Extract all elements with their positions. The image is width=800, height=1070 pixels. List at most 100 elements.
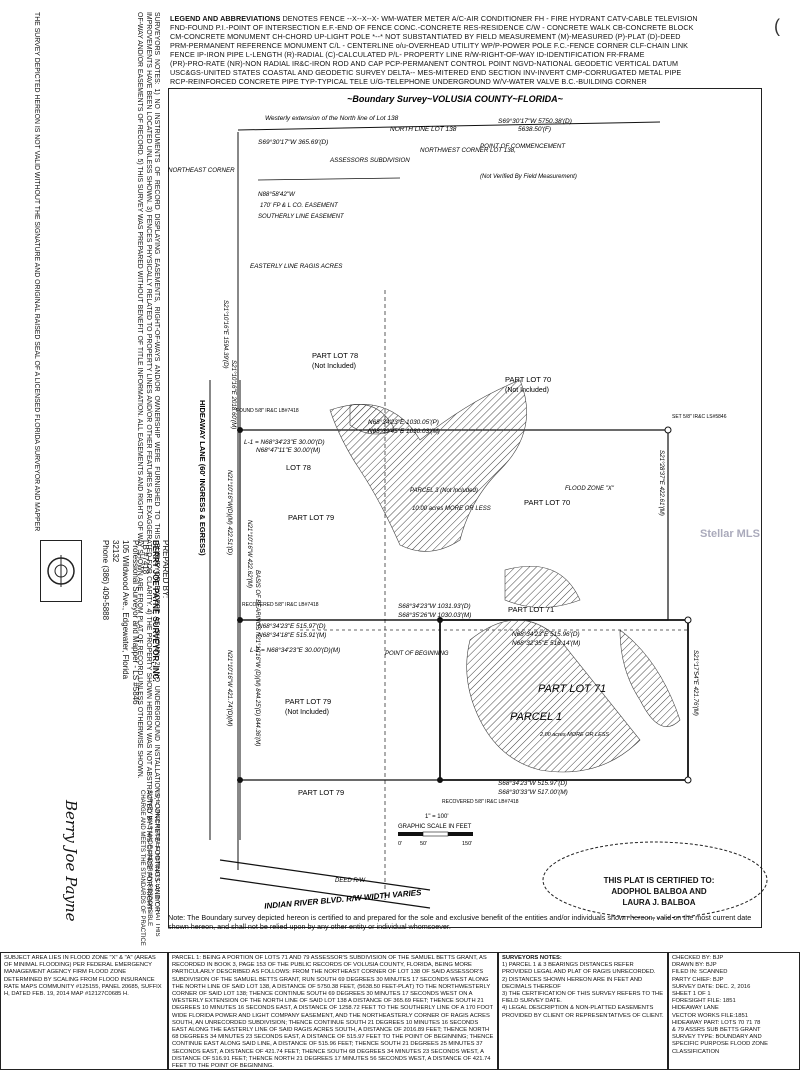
flood-zone-label: FLOOD ZONE "X": [565, 486, 615, 492]
legend-line: DENOTES FENCE --X--X--X- WM-WATER METER …: [282, 14, 698, 23]
bearing-label: N68°32'35"E 516.14'(M): [512, 639, 580, 647]
scale-ratio: 1" = 100': [425, 814, 448, 820]
note-item: 1) PARCEL 1 & 3 BEARINGS DISTANCES REFER…: [502, 962, 656, 976]
flood-zone-a-east: [619, 629, 681, 727]
cert-line: ADOPHOL BALBOA AND: [611, 887, 707, 896]
n88-label: N88°58'42"W: [258, 191, 296, 198]
file-item: & 79 ASSRS SUB BETTS GRANT: [672, 1027, 761, 1034]
legend-line: (PR)-PRO-RATE (NR)-NON RADIAL IR&C-IRON …: [170, 59, 679, 68]
file-item: DRAWN BY: BJP: [672, 962, 717, 969]
not-included-label: (Not Included): [312, 363, 356, 370]
easterly-label: EASTERLY LINE RAGIS ACRES: [250, 263, 343, 270]
part-lot-79-label: PART LOT 79: [288, 513, 334, 522]
l1b-label: N68°47'11"E 30.00'(M): [256, 446, 320, 454]
corner-marker: [237, 617, 243, 623]
certification-ellipse: [542, 841, 768, 919]
bearing-label: S68°34'23"W 515.97'(D): [498, 779, 567, 787]
pob-label: POINT OF BEGINNING: [385, 651, 449, 657]
parcel-3-area: 10.00 acres MORE OR LESS: [412, 506, 491, 512]
flood-zone-box: SUBJECT AREA LIES IN FLOOD ZONE "X" & "A…: [0, 952, 168, 1070]
file-item: CHECKED BY: BJP: [672, 955, 724, 961]
parcel-description: PARCEL 1: BEING A PORTION OF LOTS 71 AND…: [168, 952, 498, 1070]
bearing-label: S21°28'37"E 422.61'(M): [658, 450, 665, 516]
north-line-label: NORTH LINE LOT 138: [390, 126, 457, 133]
file-item: SURVEY DATE: DEC. 2, 2016: [672, 983, 751, 990]
scale-segment: [422, 831, 449, 837]
bearing-label: S69°30'17"W 365.69'(D): [258, 138, 328, 146]
corner-marker: [684, 616, 692, 624]
file-item: SPECIFIC PURPOSE FLOOD ZONE: [672, 1041, 768, 1048]
corner-marker: [684, 776, 692, 784]
lot-78-label: LOT 78: [286, 463, 311, 472]
corner-marker: [237, 427, 243, 433]
flood-zone-a-mid: [504, 566, 581, 608]
legend-line: CM-CONCRETE MONUMENT CH-CHORD UP-LIGHT P…: [170, 32, 681, 41]
parcel-1-label: PARCEL 1: [510, 711, 562, 723]
scale-tick: 150': [462, 841, 472, 847]
deed-rw-label: DEED R/W: [335, 878, 366, 884]
bottom-info: SUBJECT AREA LIES IN FLOOD ZONE "X" & "A…: [0, 952, 800, 1070]
file-item: FORESIGHT FILE: 1851: [672, 998, 736, 1005]
parcel-1-area: 2.00 acres MORE OR LESS: [539, 732, 609, 738]
cert-line: LAURA J. BALBOA: [622, 898, 696, 907]
indian-river-blvd-north: [219, 859, 431, 891]
certified-to: THIS PLAT IS CERTIFIED TO: ADOPHOL BALBO…: [564, 875, 754, 908]
scale-segment: [398, 832, 423, 836]
file-item: SHEET 1 OF 1: [672, 991, 711, 998]
surveyors-notes-box: SURVEYORS NOTES: 1) PARCEL 1 & 3 BEARING…: [498, 952, 668, 1070]
not-included-label: (Not Included): [505, 387, 549, 394]
bearing-label: N68°34'18"E 515.91'(M): [258, 631, 326, 639]
legend-block: LEGEND AND ABBREVIATIONS DENOTES FENCE -…: [170, 14, 766, 86]
plat-frame: [168, 88, 762, 928]
plat-header: ~Boundary Survey~VOLUSIA COUNTY~FLORIDA~: [347, 94, 563, 104]
not-included-label: (Not Included): [285, 709, 329, 716]
bearing-label: S21°10'16"E 2018.60'(M): [230, 360, 237, 429]
bearing-label: N68°39'45"E 1030.03'(M): [368, 427, 440, 435]
legend-line: RCP-REINFORCED CONCRETE PIPE TYP-TYPICAL…: [170, 77, 647, 86]
parcel-3-label: PARCEL 3 (Not Included): [410, 488, 478, 494]
file-item: FILED IN: SCANNED: [672, 969, 728, 976]
nw-corner-label: NORTHWEST CORNER LOT 138,: [420, 147, 516, 154]
indian-river-blvd-south: [219, 877, 431, 909]
bearing-label: S69°30'17"W 5750.38'(D): [498, 117, 572, 125]
seal-box: [40, 540, 82, 602]
scale-segment: [448, 832, 473, 836]
part-lot-70-label: PART LOT 70: [505, 375, 551, 384]
part-lot-79-label: PART LOT 79: [298, 788, 344, 797]
corner-mark: (: [774, 16, 780, 36]
legend-line: USC&GS-UNITED STATES COASTAL AND GEODETI…: [170, 68, 682, 77]
file-item: SURVEY TYPE: BOUNDARY AND: [672, 1034, 762, 1041]
bearing-label: S68°34'23"W 1031.93'(D): [398, 602, 471, 610]
legend-title: LEGEND AND ABBREVIATIONS: [170, 14, 281, 23]
easement-line: [257, 177, 401, 181]
corner-marker: [437, 777, 443, 783]
not-verified-label: (Not Verified By Field Measurement): [480, 174, 577, 180]
point-of-commencement: POINT OF COMMENCEMENT: [480, 143, 566, 150]
north-line: [237, 121, 661, 131]
basis-of-bearings: BASIS OF BEARINGS N21°10'16"W (D)(M) 844…: [254, 570, 260, 746]
bearing-label: N21°10'16"W(D)(M) 422.51'(D): [226, 470, 233, 555]
notes-title: SURVEYORS NOTES:: [502, 955, 562, 961]
note-item: 4) LEGAL DESCRIPTION & NON-PLATTED EASEM…: [502, 1005, 664, 1019]
file-item: CLASSIFICATION: [672, 1048, 720, 1055]
file-item: HIDEAWAY PART: LOTS 70 71 78: [672, 1019, 761, 1026]
part-lot-79-label: PART LOT 79: [285, 697, 331, 706]
legend-line: FENCE IP-IRON PIPE L-LENGTH (R)-RADIAL (…: [170, 50, 645, 59]
bearing-label: S21°10'16"E 1594.39'(D): [222, 300, 229, 369]
scale-tick: 50': [420, 841, 427, 847]
file-info-box: CHECKED BY: BJP DRAWN BY: BJP FILED IN: …: [668, 952, 800, 1070]
found-monument: FOUND 5/8" IR&C LB#7418: [236, 408, 299, 414]
indian-river-label: INDIAN RIVER BLVD. R/W WIDTH VARIES: [264, 888, 422, 911]
bearing-label: N68°34'23"E 515.96'(D): [512, 630, 580, 638]
southerly-label: SOUTHERLY LINE EASEMENT: [258, 214, 345, 220]
file-item: PARTY CHIEF: BJP: [672, 976, 724, 983]
seal-icon: [47, 555, 75, 587]
part-lot-71-label: PART LOT 71: [508, 605, 554, 614]
watermark: Stellar MLS: [700, 528, 760, 540]
fpl-label: 170' FP & L CO. EASEMENT: [260, 203, 339, 209]
flood-zone-a-parcel1: [466, 619, 641, 773]
bearing-label: S21°17'54"E 421.76'(M): [692, 650, 699, 716]
bearing-label: N68°34'23"E 1030.05'(P): [368, 418, 439, 426]
file-item: HIDEAWAY LANE: [672, 1005, 719, 1012]
